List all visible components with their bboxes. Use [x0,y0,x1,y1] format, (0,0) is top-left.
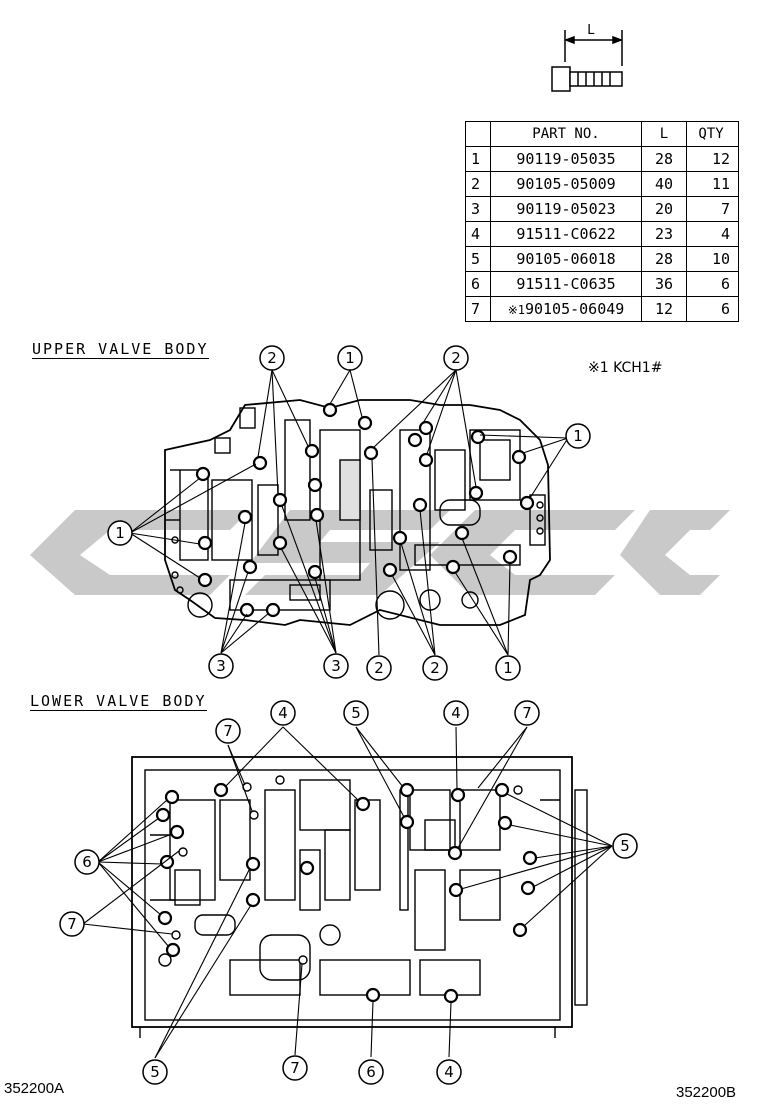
row-part-value: 90105-06018 [516,250,616,268]
row-length: 28 [641,246,687,272]
row-index: 4 [465,221,491,247]
row-part-value: 90119-05023 [516,200,616,218]
callout-upper-bottom-5: 1 [503,659,513,677]
row-index: 3 [465,196,491,222]
row-length: 28 [641,146,687,172]
table-row: 4 91511-C0622 23 4 [465,221,739,247]
row-qty: 10 [686,246,739,272]
table-row: 6 91511-C0635 36 6 [465,271,739,297]
table-row: 3 90119-05023 20 7 [465,196,739,222]
callout-lower-bottom-1: 5 [150,1063,160,1081]
callout-circles [59,345,638,1085]
row-index: 2 [465,171,491,197]
row-length: 36 [641,271,687,297]
figure-code-right: 352200B [676,1084,737,1101]
callout-upper-bottom-4: 2 [430,659,440,677]
callout-lower-bottom-2: 7 [290,1059,300,1077]
row-part-no: ※190105-06049 [490,296,642,322]
callout-lower-left-1: 6 [82,853,92,871]
callout-upper-right: 1 [573,427,583,445]
row-length: 20 [641,196,687,222]
row-part-no: 90105-05009 [490,171,642,197]
bolt-parts-table: PART NO. L QTY 1 90119-05035 28 12 2 901… [465,121,739,322]
callout-upper-top-3: 2 [451,349,461,367]
lower-bolts [155,782,538,1004]
callout-upper-bottom-3: 2 [374,659,384,677]
row-index: 1 [465,146,491,172]
lower-valve-body-title: LOWER VALVE BODY [30,692,207,711]
table-row: 5 90105-06018 28 10 [465,246,739,272]
callout-lower-top-4: 4 [451,704,461,722]
callout-upper-top-1: 2 [267,349,277,367]
upper-leader-lines [129,369,569,656]
table-row: 1 90119-05035 28 12 [465,146,739,172]
header-index [465,121,491,147]
row-part-no: 90105-06018 [490,246,642,272]
row-qty: 7 [686,196,739,222]
callout-lower-right: 5 [620,837,630,855]
callout-numbers: 2 1 2 1 1 3 3 2 2 1 7 4 5 4 7 6 7 5 5 7 … [67,349,630,1081]
callout-upper-bottom-1: 3 [216,657,226,675]
row-part-value: 91511-C0622 [516,225,616,243]
lower-small-bolts [171,775,523,965]
row-part-value: 90105-05009 [516,175,616,193]
row-part-value: 90105-06049 [524,300,625,318]
row-part-value: 91511-C0635 [516,275,616,293]
callout-lower-top-2: 4 [278,704,288,722]
row-qty: 6 [686,271,739,297]
row-index: 7 [465,296,491,322]
callout-lower-bottom-3: 6 [366,1063,376,1081]
row-qty: 6 [686,296,739,322]
row-qty: 12 [686,146,739,172]
row-part-value: 90119-05035 [516,150,616,168]
table-row: 7 ※190105-06049 12 6 [465,296,739,322]
bolt-illustration [551,30,624,92]
callout-lower-top-1: 7 [223,722,233,740]
callout-lower-top-3: 5 [351,704,361,722]
lower-valve-body-drawing [131,756,588,1038]
watermark-logo [30,510,730,595]
callout-lower-left-2: 7 [67,915,77,933]
callout-upper-left: 1 [115,524,125,542]
lower-leader-lines [82,726,613,1059]
table-row: 2 90105-05009 40 11 [465,171,739,197]
callout-lower-top-5: 7 [522,704,532,722]
table-header-row: PART NO. L QTY [465,121,739,147]
footnote: ※1 KCH1# [588,360,663,376]
header-qty: QTY [686,121,739,147]
row-length: 12 [641,296,687,322]
callout-lower-bottom-4: 4 [444,1063,454,1081]
row-note: ※1 [507,303,525,317]
row-part-no: 90119-05035 [490,146,642,172]
row-part-no: 91511-C0622 [490,221,642,247]
row-index: 5 [465,246,491,272]
row-length: 23 [641,221,687,247]
callout-upper-top-2: 1 [345,349,355,367]
callout-upper-bottom-2: 3 [331,657,341,675]
row-part-no: 91511-C0635 [490,271,642,297]
upper-valve-body-title: UPPER VALVE BODY [32,340,209,359]
bolt-length-label: L [587,23,595,38]
header-part-no: PART NO. [490,121,642,147]
row-qty: 11 [686,171,739,197]
row-index: 6 [465,271,491,297]
row-length: 40 [641,171,687,197]
header-length: L [641,121,687,147]
row-part-no: 90119-05023 [490,196,642,222]
figure-code-left: 352200A [4,1080,65,1097]
row-qty: 4 [686,221,739,247]
upper-bolts [195,402,535,618]
